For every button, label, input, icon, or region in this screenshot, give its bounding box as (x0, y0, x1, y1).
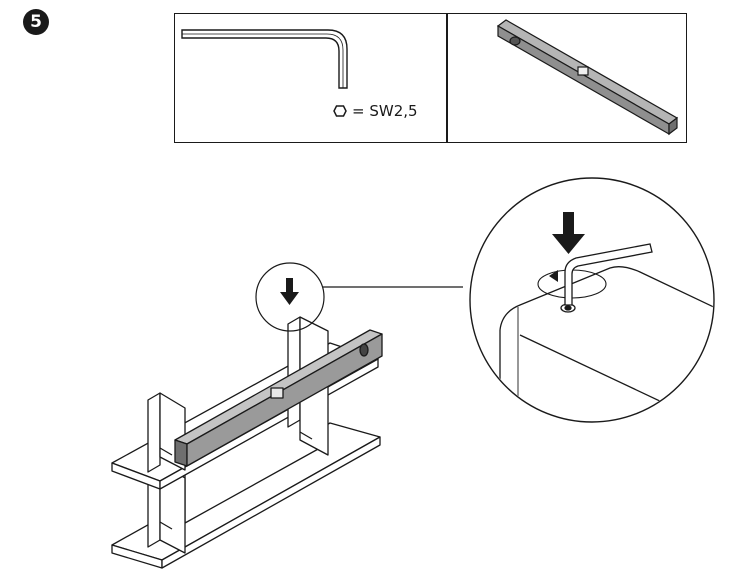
spirit-level-icon (496, 19, 679, 136)
down-arrow-icon-large (552, 212, 585, 254)
hex-key-icon (181, 29, 348, 89)
step-number-badge: 5 (23, 9, 49, 35)
hexagon-icon (333, 105, 347, 117)
allen-key-size: = SW2,5 (352, 102, 418, 120)
down-arrow-icon (280, 278, 299, 305)
allen-key-size-label: = SW2,5 (333, 102, 418, 120)
tools-divider (446, 13, 448, 143)
step-number: 5 (30, 12, 42, 32)
detail-zoom-circle (469, 177, 715, 423)
small-zoom-circle (255, 262, 463, 332)
shelf-assembly-illustration (111, 316, 383, 569)
tools-panel (174, 13, 687, 143)
